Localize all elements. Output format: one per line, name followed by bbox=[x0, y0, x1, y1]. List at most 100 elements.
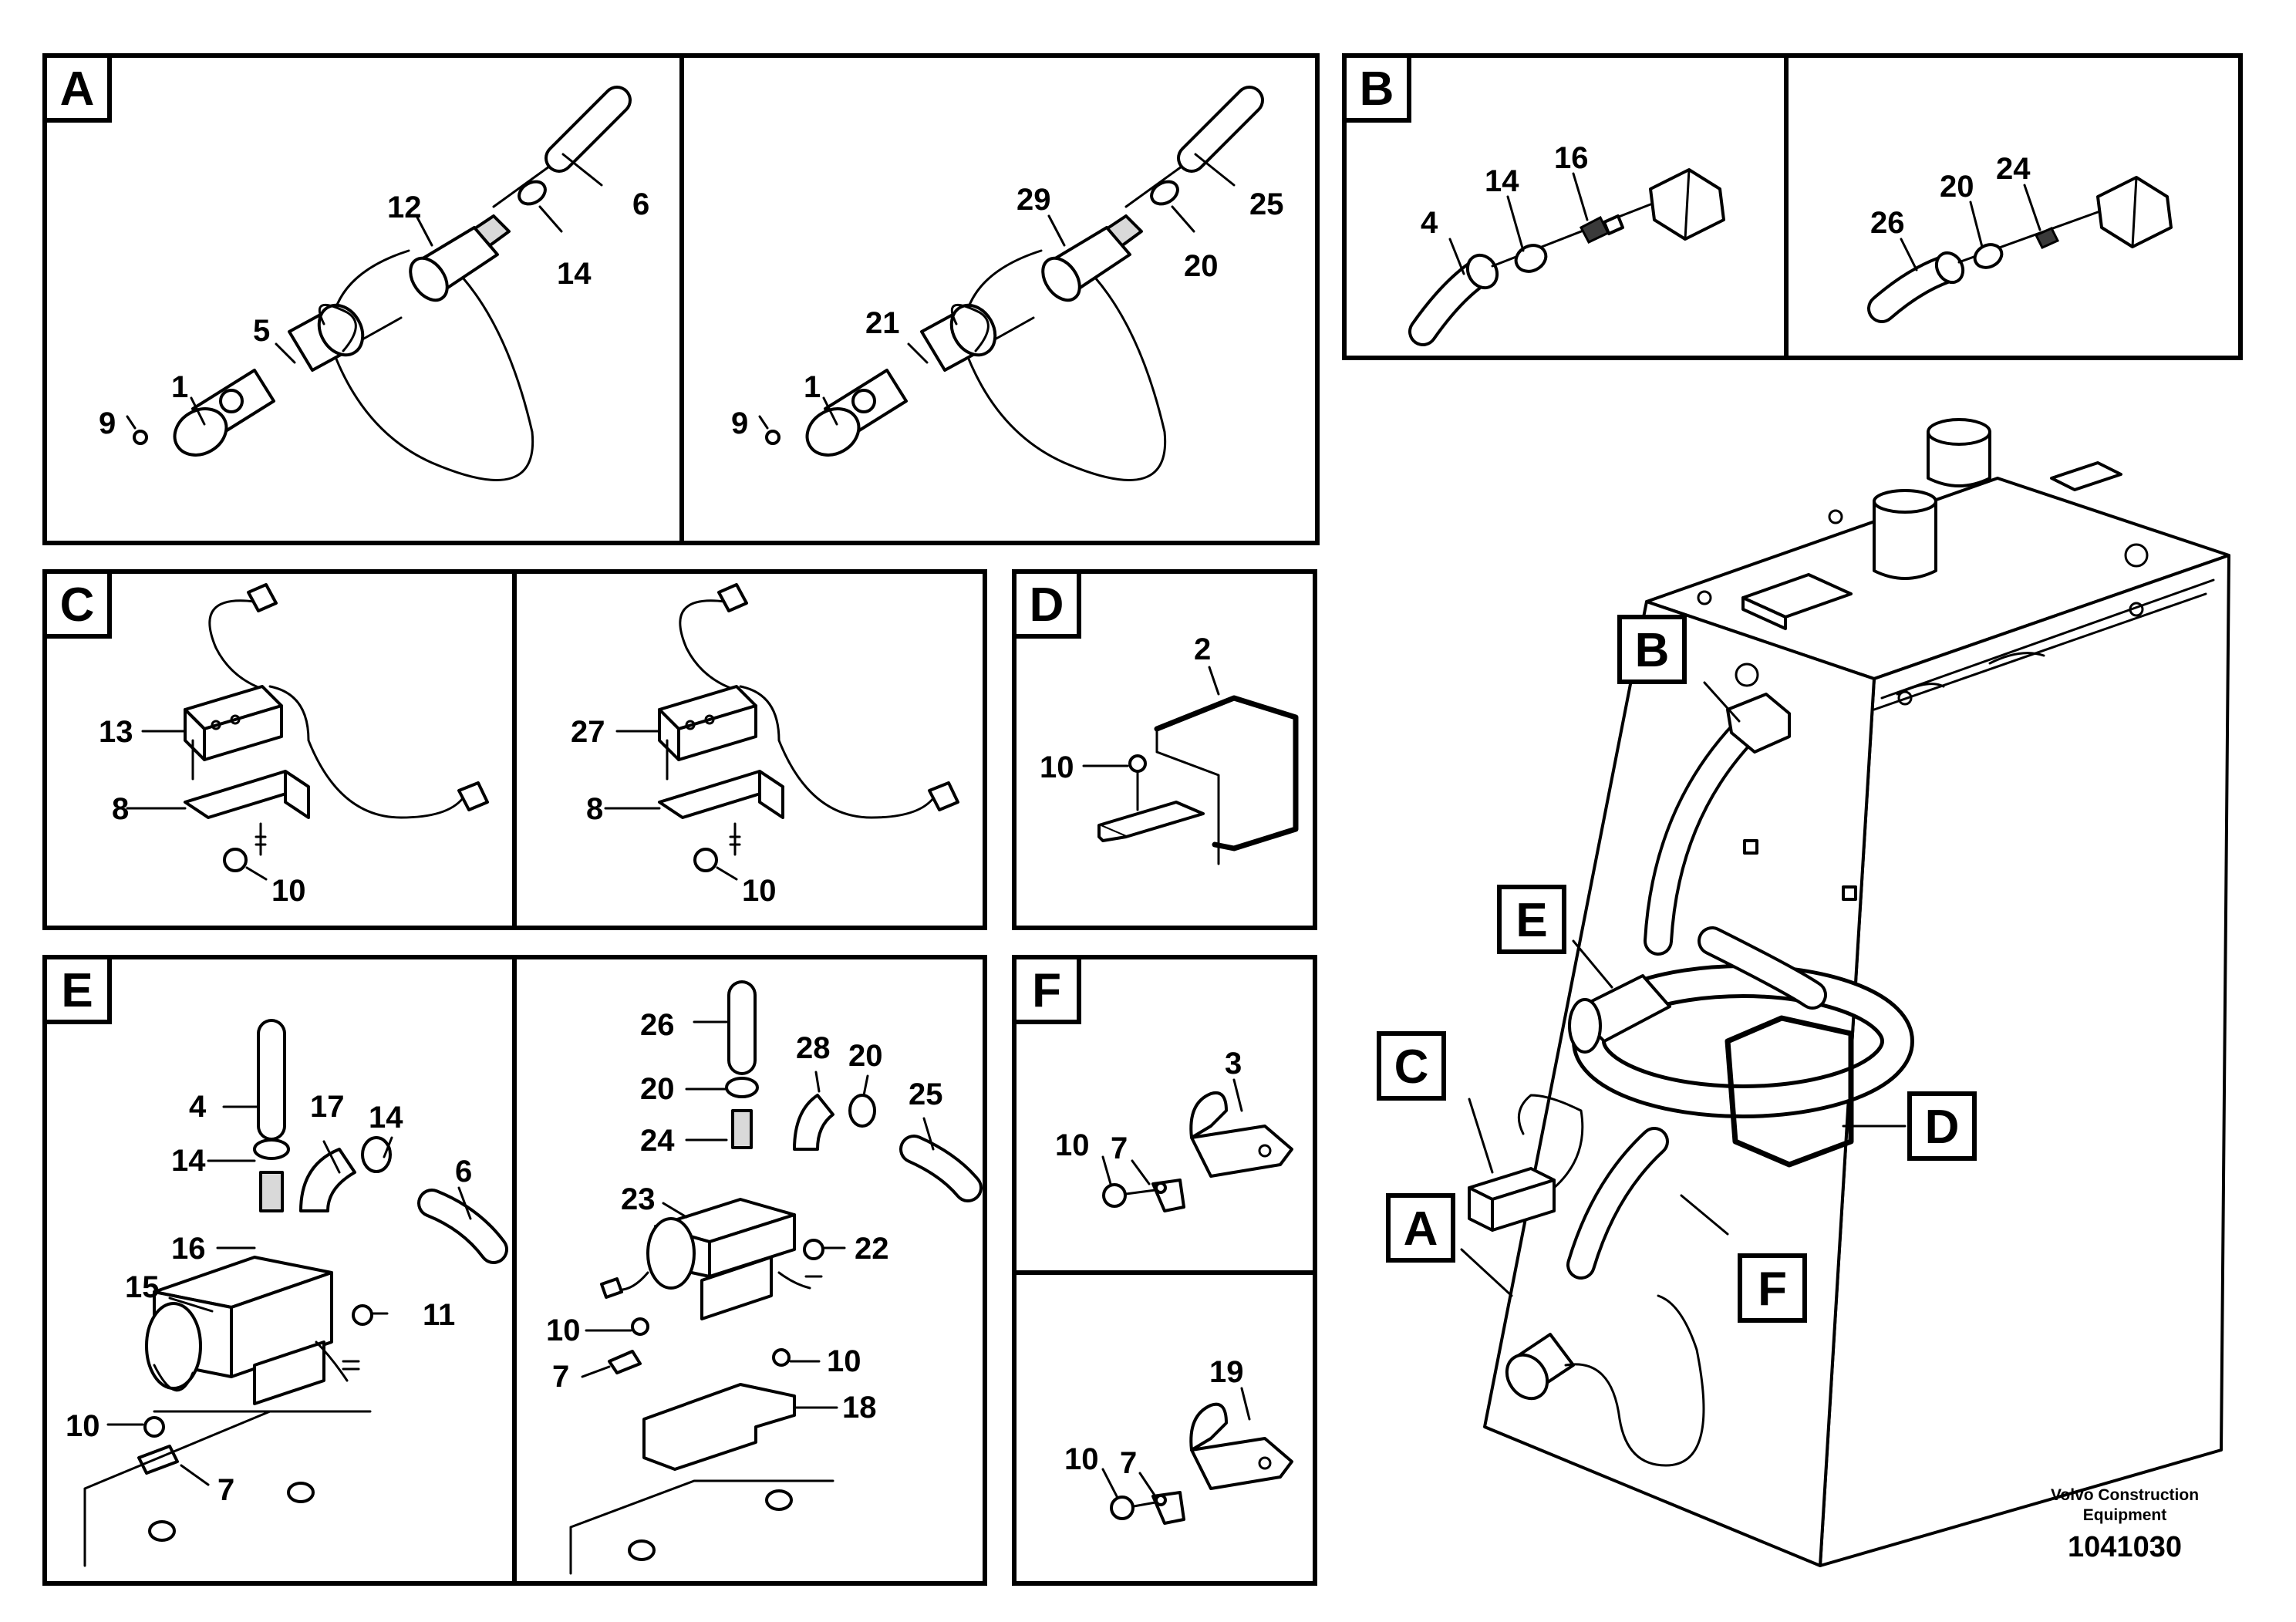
callout-14: 14 bbox=[369, 1101, 403, 1135]
callout-20: 20 bbox=[1184, 249, 1219, 283]
callout-7: 7 bbox=[1111, 1131, 1128, 1165]
callout-9: 9 bbox=[731, 406, 748, 440]
callout-21: 21 bbox=[865, 306, 900, 340]
svg-text:B: B bbox=[1360, 62, 1394, 116]
panel-c-right-labels: 27 8 10 bbox=[571, 715, 777, 908]
panel-f-top-labels: 3 7 10 bbox=[1055, 1047, 1242, 1165]
callout-25: 25 bbox=[1249, 187, 1284, 221]
callout-7: 7 bbox=[1120, 1446, 1137, 1480]
callout-4: 4 bbox=[189, 1090, 207, 1124]
callout-25: 25 bbox=[909, 1077, 943, 1111]
callout-24: 24 bbox=[1996, 152, 2031, 186]
panel-b-right-drawing bbox=[1867, 176, 2173, 323]
callout-14: 14 bbox=[1485, 164, 1519, 198]
footer-block: Volvo Construction Equipment 1041030 bbox=[2051, 1486, 2199, 1563]
callout-20: 20 bbox=[640, 1072, 675, 1106]
panel-c-left-labels: 13 8 10 bbox=[99, 715, 306, 908]
panel-d-labels: 2 10 bbox=[1040, 632, 1211, 784]
callout-10: 10 bbox=[66, 1409, 100, 1443]
callout-10: 10 bbox=[742, 874, 777, 908]
panel-b-left-labels: 16 14 4 bbox=[1421, 141, 1589, 240]
callout-6: 6 bbox=[455, 1155, 472, 1189]
callout-20: 20 bbox=[848, 1039, 883, 1073]
panel-a-left-labels: 12 6 14 5 1 9 bbox=[99, 187, 649, 440]
callout-7: 7 bbox=[217, 1473, 234, 1507]
callout-9: 9 bbox=[99, 406, 116, 440]
panel-a-left-drawing bbox=[126, 86, 632, 481]
panel-b-right-labels: 24 20 26 bbox=[1870, 152, 2031, 240]
section-c-badge: C bbox=[42, 569, 112, 639]
panel-a-right-drawing bbox=[758, 86, 1264, 481]
callout-26: 26 bbox=[640, 1008, 675, 1042]
callout-2: 2 bbox=[1194, 632, 1211, 666]
panel-e-right-drawing bbox=[569, 980, 983, 1575]
callout-10: 10 bbox=[1040, 750, 1074, 784]
callout-4: 4 bbox=[1421, 206, 1438, 240]
callout-16: 16 bbox=[171, 1232, 206, 1266]
svg-text:D: D bbox=[1030, 578, 1064, 632]
company-line-2: Equipment bbox=[2083, 1506, 2167, 1524]
callout-10: 10 bbox=[827, 1344, 861, 1378]
overview-badge-e: E bbox=[1497, 885, 1566, 954]
section-e-badge: E bbox=[42, 955, 112, 1024]
callout-23: 23 bbox=[621, 1182, 656, 1216]
panel-a-right-labels: 29 25 20 21 1 9 bbox=[731, 183, 1284, 440]
overview-badge-d: D bbox=[1907, 1091, 1977, 1161]
callout-19: 19 bbox=[1209, 1355, 1244, 1389]
section-f-badge: F bbox=[1012, 955, 1081, 1024]
svg-text:E: E bbox=[61, 964, 93, 1017]
callout-27: 27 bbox=[571, 715, 605, 749]
panel-b-frame bbox=[1342, 53, 2243, 360]
panel-f-top-drawing bbox=[1101, 1078, 1293, 1212]
callout-1: 1 bbox=[804, 370, 821, 404]
callout-7: 7 bbox=[552, 1360, 569, 1394]
callout-24: 24 bbox=[640, 1124, 675, 1158]
panel-b-left-drawing bbox=[1408, 168, 1725, 346]
svg-text:F: F bbox=[1032, 964, 1061, 1017]
panel-e-left-labels: 4 17 14 6 14 16 15 11 10 7 bbox=[66, 1090, 472, 1507]
doc-number: 1041030 bbox=[2068, 1531, 2182, 1563]
svg-text:D: D bbox=[1925, 1101, 1960, 1154]
section-d-badge: D bbox=[1012, 569, 1081, 639]
callout-10: 10 bbox=[271, 874, 306, 908]
callout-3: 3 bbox=[1225, 1047, 1242, 1081]
panel-e-right-labels: 26 28 20 25 20 24 23 22 10 10 7 18 bbox=[546, 1008, 943, 1425]
overview-badge-f: F bbox=[1738, 1253, 1807, 1323]
callout-26: 26 bbox=[1870, 206, 1905, 240]
svg-text:E: E bbox=[1515, 894, 1547, 947]
svg-text:A: A bbox=[60, 62, 95, 116]
callout-6: 6 bbox=[632, 187, 649, 221]
callout-12: 12 bbox=[387, 191, 422, 224]
panel-f-bottom-drawing bbox=[1101, 1387, 1293, 1525]
svg-text:B: B bbox=[1635, 624, 1670, 677]
callout-28: 28 bbox=[796, 1031, 831, 1065]
callout-10: 10 bbox=[546, 1313, 581, 1347]
section-b-badge: B bbox=[1342, 53, 1411, 123]
callout-20: 20 bbox=[1940, 170, 1974, 204]
panel-f-bottom-labels: 19 7 10 bbox=[1064, 1355, 1244, 1480]
callout-10: 10 bbox=[1064, 1442, 1099, 1476]
callout-29: 29 bbox=[1017, 183, 1051, 217]
panel-d-drawing bbox=[1082, 666, 1299, 865]
callout-5: 5 bbox=[253, 314, 270, 348]
panel-frames bbox=[42, 53, 2243, 1586]
panel-d-frame bbox=[1012, 569, 1317, 930]
callout-17: 17 bbox=[310, 1090, 345, 1124]
company-line-1: Volvo Construction bbox=[2051, 1486, 2199, 1504]
callout-14: 14 bbox=[557, 257, 592, 291]
section-a-badge: A bbox=[42, 53, 112, 123]
svg-text:C: C bbox=[1394, 1040, 1429, 1094]
svg-text:C: C bbox=[60, 578, 95, 632]
overview-badge-b: B bbox=[1617, 615, 1687, 684]
callout-15: 15 bbox=[125, 1270, 160, 1304]
callout-13: 13 bbox=[99, 715, 133, 749]
callout-16: 16 bbox=[1554, 141, 1589, 175]
panel-e-left-drawing bbox=[83, 1019, 508, 1567]
callout-11: 11 bbox=[423, 1298, 455, 1332]
panel-c-right-drawing bbox=[604, 583, 959, 881]
callout-18: 18 bbox=[842, 1391, 877, 1425]
callout-14: 14 bbox=[171, 1144, 206, 1178]
overview-badge-c: C bbox=[1377, 1031, 1446, 1101]
callout-8: 8 bbox=[112, 792, 129, 826]
